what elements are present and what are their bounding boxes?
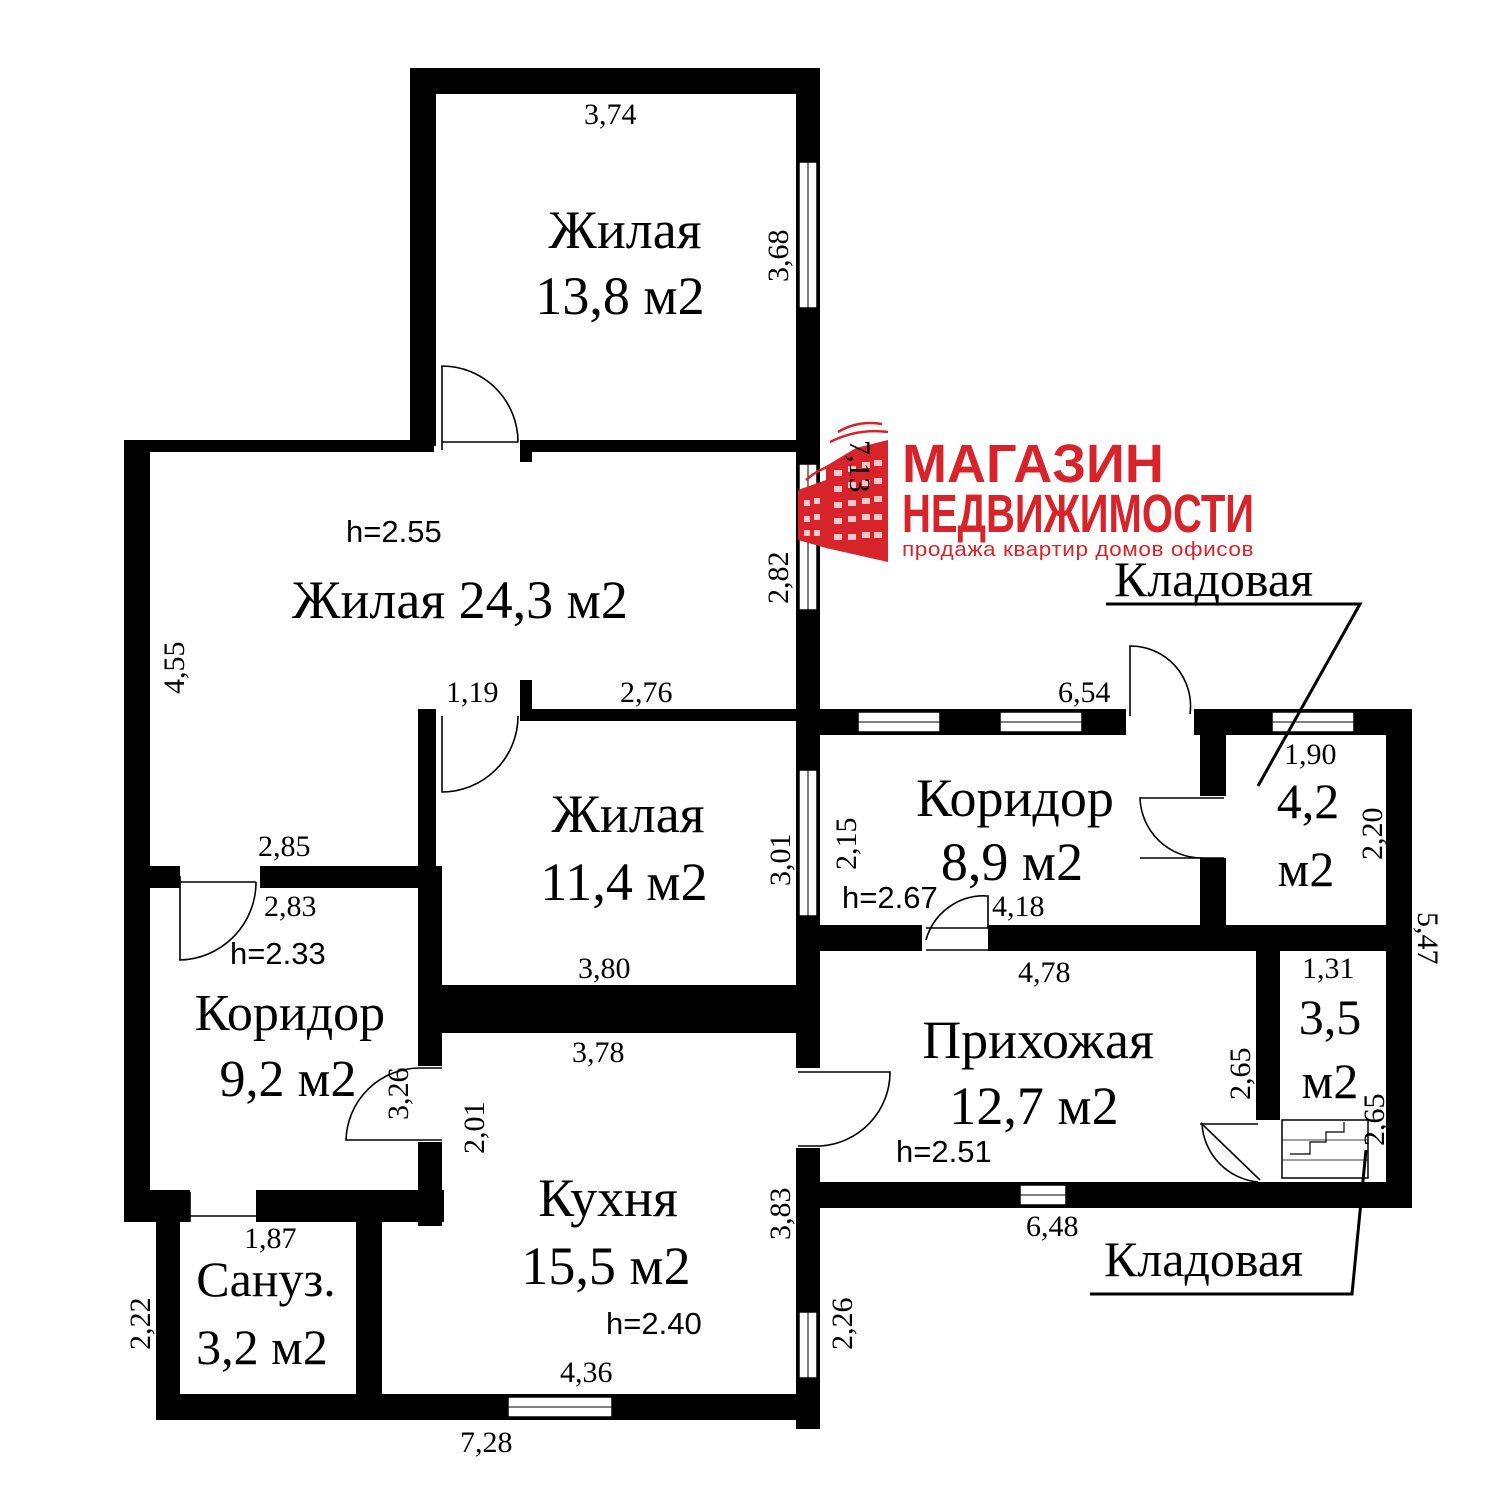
dim-7-13: 7,13 — [843, 440, 876, 493]
dim-5-47: 5,47 — [1411, 912, 1444, 965]
room-area-storage-bottom-unit: м2 — [1302, 1053, 1359, 1109]
room-name-living-top: Жилая — [548, 200, 701, 260]
room-height-hall: h=2.51 — [896, 1134, 992, 1169]
logo-line2: НЕДВИЖИМОСТИ — [902, 484, 1254, 544]
dim-4-36: 4,36 — [560, 1356, 613, 1389]
dim-3-83: 3,83 — [764, 1188, 797, 1241]
dim-1-90: 1,90 — [1284, 738, 1337, 771]
room-name-corridor-left: Коридор — [195, 985, 385, 1042]
dim-6-48: 6,48 — [1026, 1210, 1079, 1243]
room-label-living-big: Жилая 24,3 м2 — [292, 570, 628, 630]
dim-2-15: 2,15 — [830, 818, 863, 871]
building-icon — [798, 421, 889, 562]
room-area-corridor-left: 9,2 м2 — [220, 1051, 357, 1108]
dim-2-65-b: 2,65 — [1358, 1094, 1391, 1147]
dim-6-54: 6,54 — [1058, 676, 1111, 709]
room-area-storage-top-num: 4,2 — [1277, 773, 1340, 829]
room-name-kitchen: Кухня — [538, 1168, 678, 1228]
room-area-bath: 3,2 м2 — [196, 1319, 328, 1375]
dim-1-31: 1,31 — [1302, 952, 1355, 985]
dim-2-83: 2,83 — [264, 890, 317, 923]
windows — [507, 161, 1355, 1418]
dim-2-20: 2,20 — [1356, 808, 1389, 861]
dim-2-22: 2,22 — [124, 1298, 157, 1351]
room-area-kitchen: 15,5 м2 — [521, 1236, 690, 1296]
logo-line1: МАГАЗИН — [902, 434, 1164, 494]
room-name-corridor-right: Коридор — [916, 768, 1114, 828]
room-height-corridor-left: h=2.33 — [230, 936, 326, 971]
room-area-living-top: 13,8 м2 — [535, 266, 704, 326]
label-storage-bottom: Кладовая — [1104, 1231, 1303, 1287]
room-area-living-mid: 11,4 м2 — [540, 852, 707, 912]
leader-lines — [1090, 602, 1368, 1296]
dim-4-55: 4,55 — [158, 642, 191, 695]
room-name-living-mid: Жилая — [551, 784, 704, 844]
room-height-corridor-right: h=2.67 — [842, 880, 938, 915]
dim-2-82: 2,82 — [762, 552, 795, 605]
dim-3-78: 3,78 — [572, 1036, 625, 1069]
dim-1-87: 1,87 — [244, 1222, 297, 1255]
dim-2-76: 2,76 — [620, 676, 673, 709]
dimensions: 3,74 3,68 7,13 2,82 4,55 1,19 2,76 6,54 … — [124, 98, 1444, 1459]
dim-1-19: 1,19 — [446, 676, 499, 709]
stairs — [1281, 1119, 1369, 1179]
doors — [179, 365, 1369, 1222]
room-area-hall: 12,7 м2 — [949, 1076, 1118, 1136]
dim-3-68: 3,68 — [762, 230, 795, 283]
room-height-living-big: h=2.55 — [346, 514, 442, 549]
dim-2-01: 2,01 — [458, 1102, 491, 1155]
dim-4-78: 4,78 — [1018, 956, 1071, 989]
room-area-storage-bottom-num: 3,5 — [1299, 989, 1362, 1045]
dim-7-28: 7,28 — [460, 1426, 513, 1459]
room-labels: Жилая 13,8 м2 h=2.55 Жилая 24,3 м2 Жилая… — [195, 200, 1361, 1375]
room-height-kitchen: h=2.40 — [606, 1306, 702, 1341]
dim-3-80: 3,80 — [578, 952, 631, 985]
room-area-storage-top-unit: м2 — [1278, 841, 1335, 897]
room-area-corridor-right: 8,9 м2 — [941, 832, 1083, 892]
dim-3-74: 3,74 — [584, 98, 637, 131]
dim-3-01: 3,01 — [764, 834, 797, 887]
logo-tagline: продажа квартир домов офисов — [902, 539, 1254, 561]
room-name-bath: Сануз. — [196, 1251, 336, 1307]
dim-2-26: 2,26 — [826, 1298, 859, 1351]
logo: МАГАЗИН НЕДВИЖИМОСТИ продажа квартир дом… — [798, 421, 1254, 562]
room-name-hall: Прихожая — [922, 1010, 1154, 1070]
label-storage-top: Кладовая — [1114, 551, 1313, 607]
dim-2-65-a: 2,65 — [1224, 1048, 1257, 1101]
dim-4-18: 4,18 — [992, 890, 1045, 923]
dim-3-26: 3,26 — [382, 1068, 415, 1121]
dim-2-85: 2,85 — [258, 830, 311, 863]
